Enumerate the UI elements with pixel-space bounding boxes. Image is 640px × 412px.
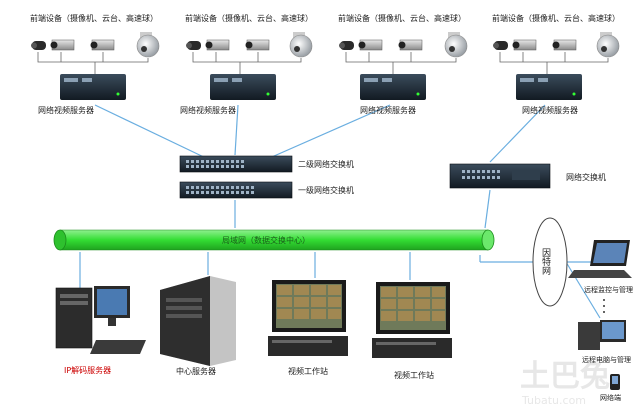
- central-server-label: 中心服务器: [176, 366, 216, 376]
- camera-icon: [50, 39, 75, 51]
- dots-indicator: [603, 299, 605, 313]
- connection-lines: [79, 104, 601, 319]
- remote-pc-label: 远程电脑与管理: [582, 355, 631, 364]
- level1-switch-label: 一级网络交换机: [298, 185, 354, 195]
- video-server-label: 网络视频服务器: [38, 105, 94, 115]
- camera-icon: [512, 39, 537, 51]
- internet-cloud-icon: [532, 217, 568, 307]
- phone-label: 网络端: [600, 393, 621, 402]
- decoder-label: IP解码服务器: [64, 365, 111, 375]
- camera-icon: [245, 39, 270, 51]
- video-server-icon: [210, 74, 276, 100]
- speed-dome-icon: [289, 32, 313, 58]
- laptop-icon: [568, 240, 632, 278]
- camera-wiring: [37, 52, 149, 74]
- workstation-1-label: 视频工作站: [288, 366, 328, 376]
- camera-icon: [552, 39, 577, 51]
- video-server-icon: [360, 74, 426, 100]
- camera-icon: [90, 39, 115, 51]
- workstation-2-label: 视频工作站: [394, 370, 434, 380]
- video-server-label: 网络视频服务器: [360, 105, 416, 115]
- lan-backbone-label: 局域网（数据交换中心）: [222, 235, 310, 245]
- watermark-big: 土巴兔: [520, 359, 610, 394]
- camera-group-3: 前端设备（摄像机、云台、高速球） 网络视频服务器: [338, 13, 468, 115]
- camera-icon: [205, 39, 230, 51]
- phone-icon: [610, 374, 620, 390]
- camera-icon: [186, 41, 201, 50]
- central-server-icon: [160, 276, 236, 366]
- video-server-label: 网络视频服务器: [522, 105, 578, 115]
- level2-switch-label: 二级网络交换机: [298, 159, 354, 169]
- camera-icon: [358, 39, 383, 51]
- camera-wiring: [345, 52, 457, 74]
- video-server-label: 网络视频服务器: [180, 105, 236, 115]
- workstation-2-icon: [372, 282, 452, 358]
- camera-group-4: 前端设备（摄像机、云台、高速球） 网络视频服务器: [492, 13, 620, 115]
- group-title: 前端设备（摄像机、云台、高速球）: [30, 13, 158, 23]
- camera-icon: [398, 39, 423, 51]
- right-switch-label: 网络交换机: [566, 172, 606, 182]
- camera-wiring: [499, 52, 609, 74]
- remote-client-label: 远程监控与管理: [584, 285, 633, 294]
- group-title: 前端设备（摄像机、云台、高速球）: [492, 13, 620, 23]
- camera-wiring: [192, 52, 302, 74]
- level1-switch-icon: [179, 181, 293, 199]
- internet-label: 因特网: [540, 248, 551, 276]
- decoder-pc-icon: [55, 286, 146, 354]
- watermark-small: Tubatu.com: [521, 394, 586, 407]
- camera-icon: [493, 41, 508, 50]
- camera-icon: [339, 41, 354, 50]
- speed-dome-icon: [136, 32, 160, 58]
- watermark: 土巴兔 Tubatu.com: [520, 359, 610, 407]
- level2-switch-icon: [179, 155, 293, 173]
- group-title: 前端设备（摄像机、云台、高速球）: [338, 13, 466, 23]
- camera-icon: [31, 41, 46, 50]
- remote-pc-icon: [578, 320, 626, 350]
- camera-group-1: 前端设备（摄像机、云台、高速球） 网络视频服务器: [30, 13, 160, 115]
- group-title: 前端设备（摄像机、云台、高速球）: [185, 13, 313, 23]
- lan-backbone: [53, 229, 495, 251]
- speed-dome-icon: [596, 32, 620, 58]
- speed-dome-icon: [444, 32, 468, 58]
- workstation-1-icon: [268, 280, 348, 356]
- video-server-icon: [60, 74, 126, 100]
- video-server-icon: [516, 74, 582, 100]
- camera-group-2: 前端设备（摄像机、云台、高速球） 网络视频服务器: [180, 13, 313, 115]
- right-switch-icon: [449, 163, 551, 189]
